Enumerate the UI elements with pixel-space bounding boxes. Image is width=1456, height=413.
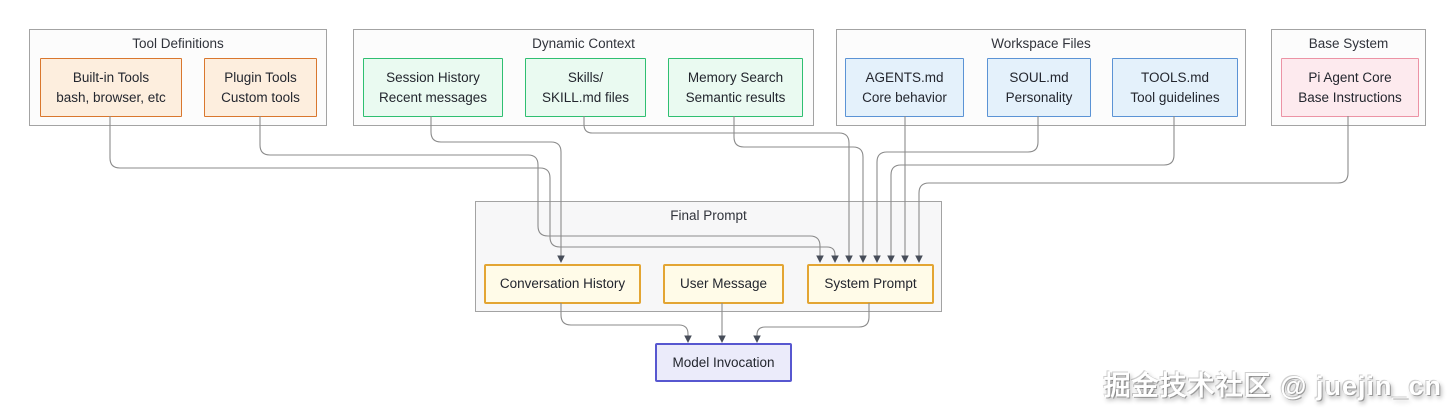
group-title-tool-definitions: Tool Definitions — [132, 36, 224, 51]
node-agents-md: AGENTS.md Core behavior — [845, 58, 964, 117]
node-model-invocation-label: Model Invocation — [672, 354, 775, 370]
node-user-message: User Message — [663, 264, 784, 304]
group-title-base-system: Base System — [1308, 36, 1389, 51]
node-conversation-history: Conversation History — [484, 264, 641, 304]
node-soul-md-line2: Personality — [1005, 89, 1073, 105]
node-session-history-line2: Recent messages — [378, 89, 488, 105]
group-dynamic-context: Dynamic Context Session History Recent m… — [353, 29, 814, 126]
arrowhead-model-invocation — [753, 335, 761, 343]
node-memory-search-line1: Memory Search — [687, 69, 784, 85]
node-skills-line2: SKILL.md files — [541, 89, 630, 105]
node-session-history-line1: Session History — [386, 69, 480, 85]
node-system-prompt-label: System Prompt — [824, 276, 917, 291]
node-built-in-tools-line1: Built-in Tools — [72, 69, 150, 85]
node-pi-agent-core-line2: Base Instructions — [1298, 89, 1402, 105]
node-tools-md: TOOLS.md Tool guidelines — [1112, 58, 1238, 117]
node-skills: Skills/ SKILL.md files — [525, 58, 646, 117]
node-soul-md: SOUL.md Personality — [987, 58, 1091, 117]
node-pi-agent-core-line1: Pi Agent Core — [1308, 69, 1392, 85]
node-plugin-tools-line2: Custom tools — [221, 89, 300, 105]
node-tools-md-line2: Tool guidelines — [1130, 89, 1220, 105]
node-pi-agent-core: Pi Agent Core Base Instructions — [1281, 58, 1419, 117]
node-memory-search-line2: Semantic results — [685, 89, 786, 105]
node-built-in-tools-line2: bash, browser, etc — [56, 89, 166, 105]
arrowhead-model-invocation — [684, 335, 692, 343]
group-base-system: Base System Pi Agent Core Base Instructi… — [1271, 29, 1426, 126]
node-user-message-label: User Message — [679, 276, 768, 291]
node-system-prompt: System Prompt — [807, 264, 934, 304]
group-tool-definitions: Tool Definitions Built-in Tools bash, br… — [29, 29, 327, 126]
node-tools-md-line1: TOOLS.md — [1140, 69, 1210, 85]
group-title-final-prompt: Final Prompt — [670, 208, 747, 223]
node-conversation-history-label: Conversation History — [499, 276, 626, 291]
arrowhead-model-invocation — [718, 335, 726, 343]
node-skills-line1: Skills/ — [567, 69, 604, 85]
edge-pi-agent-core-to-system-prompt — [918, 116, 1349, 257]
node-agents-md-line1: AGENTS.md — [865, 69, 944, 85]
group-workspace-files: Workspace Files AGENTS.md Core behavior … — [836, 29, 1246, 126]
node-plugin-tools: Plugin Tools Custom tools — [204, 58, 317, 117]
node-soul-md-line1: SOUL.md — [1009, 69, 1069, 85]
watermark: 掘金技术社区 @ juejin_cn — [1103, 371, 1442, 401]
group-title-dynamic-context: Dynamic Context — [532, 36, 635, 51]
group-title-workspace-files: Workspace Files — [991, 36, 1091, 51]
node-plugin-tools-line1: Plugin Tools — [224, 69, 297, 85]
node-session-history: Session History Recent messages — [363, 58, 503, 117]
node-agents-md-line2: Core behavior — [862, 89, 947, 105]
node-built-in-tools: Built-in Tools bash, browser, etc — [40, 58, 182, 117]
node-model-invocation: Model Invocation — [655, 343, 792, 382]
group-final-prompt: Final Prompt Conversation History User M… — [475, 201, 942, 312]
node-memory-search: Memory Search Semantic results — [668, 58, 803, 117]
